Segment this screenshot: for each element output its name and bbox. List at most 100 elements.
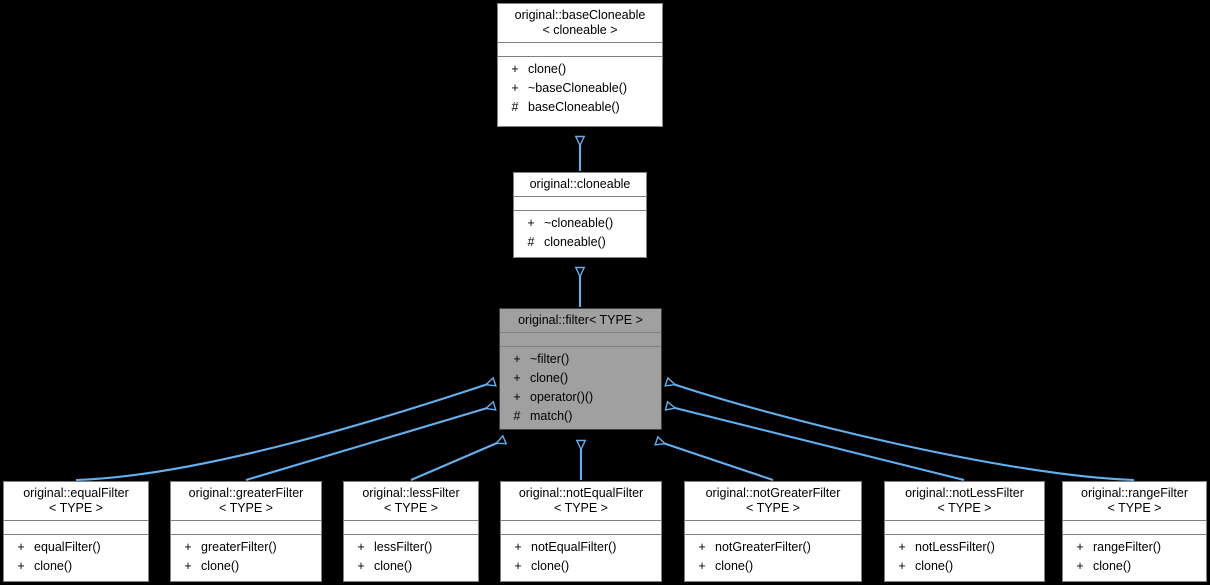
class-title-baseCloneable: original::baseCloneable < cloneable > bbox=[514, 8, 646, 37]
method-row: + ~cloneable() bbox=[518, 214, 642, 233]
class-title-notLessFilter: original::notLessFilter < TYPE > bbox=[905, 486, 1024, 515]
edge-lessFilter-to-filter bbox=[410, 440, 504, 481]
compartment-divider bbox=[498, 56, 662, 57]
visibility-marker: + bbox=[511, 62, 519, 76]
method-name: clone() bbox=[1093, 559, 1132, 573]
compartment-divider bbox=[171, 520, 321, 521]
method-row: + clone() bbox=[889, 557, 1040, 576]
attributes-compartment-rangeFilter bbox=[1063, 521, 1206, 534]
attributes-compartment-notGreaterFilter bbox=[685, 521, 861, 534]
attributes-compartment-baseCloneable bbox=[498, 43, 662, 56]
method-row: + ~filter() bbox=[504, 350, 657, 369]
visibility-marker: + bbox=[514, 540, 522, 554]
methods-compartment-equalFilter: + equalFilter() + clone() bbox=[4, 535, 148, 580]
method-name: clone() bbox=[715, 559, 754, 573]
method-name: clone() bbox=[915, 559, 954, 573]
class-title-notEqualFilter: original::notEqualFilter < TYPE > bbox=[518, 486, 644, 515]
class-node-lessFilter[interactable]: original::lessFilter < TYPE > + lessFilt… bbox=[343, 481, 479, 582]
class-title-greaterFilter: original::greaterFilter < TYPE > bbox=[188, 486, 304, 515]
methods-compartment-greaterFilter: + greaterFilter() + clone() bbox=[171, 535, 321, 580]
visibility-marker: + bbox=[513, 352, 521, 366]
method-name: ~cloneable() bbox=[544, 216, 614, 230]
method-row: + notEqualFilter() bbox=[505, 538, 657, 557]
visibility-marker: + bbox=[698, 540, 706, 554]
visibility-marker: + bbox=[357, 559, 365, 573]
method-name: clone() bbox=[528, 62, 567, 76]
compartment-divider bbox=[498, 42, 662, 43]
method-name: clone() bbox=[531, 559, 570, 573]
class-node-notLessFilter[interactable]: original::notLessFilter < TYPE > + notLe… bbox=[884, 481, 1045, 582]
edge-notGreaterFilter-to-filter bbox=[657, 441, 774, 481]
visibility-marker: + bbox=[1076, 540, 1084, 554]
compartment-divider bbox=[501, 520, 661, 521]
attributes-compartment-filter bbox=[500, 333, 661, 346]
class-title-notGreaterFilter: original::notGreaterFilter < TYPE > bbox=[705, 486, 841, 515]
class-node-baseCloneable[interactable]: original::baseCloneable < cloneable > + … bbox=[497, 3, 663, 127]
method-row: # baseCloneable() bbox=[502, 98, 658, 117]
visibility-marker: + bbox=[514, 559, 522, 573]
attributes-compartment-cloneable bbox=[514, 197, 646, 210]
attributes-compartment-notLessFilter bbox=[885, 521, 1044, 534]
method-name: notGreaterFilter() bbox=[715, 540, 811, 554]
class-node-greaterFilter[interactable]: original::greaterFilter < TYPE > + great… bbox=[170, 481, 322, 582]
edge-greaterFilter-to-filter bbox=[245, 406, 494, 482]
attributes-compartment-greaterFilter bbox=[171, 521, 321, 534]
visibility-marker: + bbox=[357, 540, 365, 554]
compartment-divider bbox=[500, 346, 661, 347]
visibility-marker: + bbox=[17, 540, 25, 554]
compartment-divider bbox=[685, 534, 861, 535]
method-row: + clone() bbox=[505, 557, 657, 576]
method-row: + equalFilter() bbox=[8, 538, 144, 557]
method-row: + clone() bbox=[504, 369, 657, 388]
method-name: notLessFilter() bbox=[915, 540, 995, 554]
visibility-marker: + bbox=[184, 540, 192, 554]
methods-compartment-baseCloneable: + clone() + ~baseCloneable() # baseClone… bbox=[498, 57, 662, 121]
visibility-marker: # bbox=[527, 235, 535, 249]
compartment-divider bbox=[4, 520, 148, 521]
class-node-rangeFilter[interactable]: original::rangeFilter < TYPE > + rangeFi… bbox=[1062, 481, 1207, 582]
method-name: cloneable() bbox=[544, 235, 606, 249]
compartment-divider bbox=[885, 534, 1044, 535]
method-name: ~filter() bbox=[530, 352, 570, 366]
class-node-notGreaterFilter[interactable]: original::notGreaterFilter < TYPE > + no… bbox=[684, 481, 862, 582]
method-name: clone() bbox=[374, 559, 413, 573]
method-row: + clone() bbox=[348, 557, 474, 576]
class-title-lessFilter: original::lessFilter < TYPE > bbox=[362, 486, 460, 515]
method-row: + lessFilter() bbox=[348, 538, 474, 557]
class-node-filter[interactable]: original::filter< TYPE > + ~filter() + c… bbox=[499, 308, 662, 430]
visibility-marker: + bbox=[698, 559, 706, 573]
edge-rangeFilter-to-filter bbox=[667, 382, 1135, 482]
compartment-divider bbox=[4, 534, 148, 535]
method-row: + ~baseCloneable() bbox=[502, 79, 658, 98]
methods-compartment-notLessFilter: + notLessFilter() + clone() bbox=[885, 535, 1044, 580]
methods-compartment-rangeFilter: + rangeFilter() + clone() bbox=[1063, 535, 1206, 580]
method-name: clone() bbox=[530, 371, 569, 385]
class-node-equalFilter[interactable]: original::equalFilter < TYPE > + equalFi… bbox=[3, 481, 149, 582]
method-name: ~baseCloneable() bbox=[528, 81, 628, 95]
method-row: + clone() bbox=[502, 60, 658, 79]
method-name: greaterFilter() bbox=[201, 540, 277, 554]
class-title-equalFilter: original::equalFilter < TYPE > bbox=[23, 486, 129, 515]
class-node-cloneable[interactable]: original::cloneable + ~cloneable() # clo… bbox=[513, 172, 647, 258]
class-title-rangeFilter: original::rangeFilter < TYPE > bbox=[1081, 486, 1188, 515]
edge-notLessFilter-to-filter bbox=[667, 406, 965, 482]
visibility-marker: + bbox=[1076, 559, 1084, 573]
compartment-divider bbox=[344, 520, 478, 521]
class-title-cloneable: original::cloneable bbox=[529, 177, 631, 191]
visibility-marker: # bbox=[511, 100, 519, 114]
methods-compartment-notGreaterFilter: + notGreaterFilter() + clone() bbox=[685, 535, 861, 580]
method-row: + operator()() bbox=[504, 388, 657, 407]
visibility-marker: + bbox=[527, 216, 535, 230]
method-name: clone() bbox=[201, 559, 240, 573]
visibility-marker: + bbox=[513, 390, 521, 404]
class-node-notEqualFilter[interactable]: original::notEqualFilter < TYPE > + notE… bbox=[500, 481, 662, 582]
visibility-marker: + bbox=[511, 81, 519, 95]
attributes-compartment-lessFilter bbox=[344, 521, 478, 534]
compartment-divider bbox=[514, 210, 646, 211]
visibility-marker: + bbox=[17, 559, 25, 573]
visibility-marker: + bbox=[513, 371, 521, 385]
compartment-divider bbox=[1063, 534, 1206, 535]
method-name: operator()() bbox=[530, 390, 594, 404]
methods-compartment-filter: + ~filter() + clone() + operator()() # m… bbox=[500, 347, 661, 430]
method-row: + greaterFilter() bbox=[175, 538, 317, 557]
